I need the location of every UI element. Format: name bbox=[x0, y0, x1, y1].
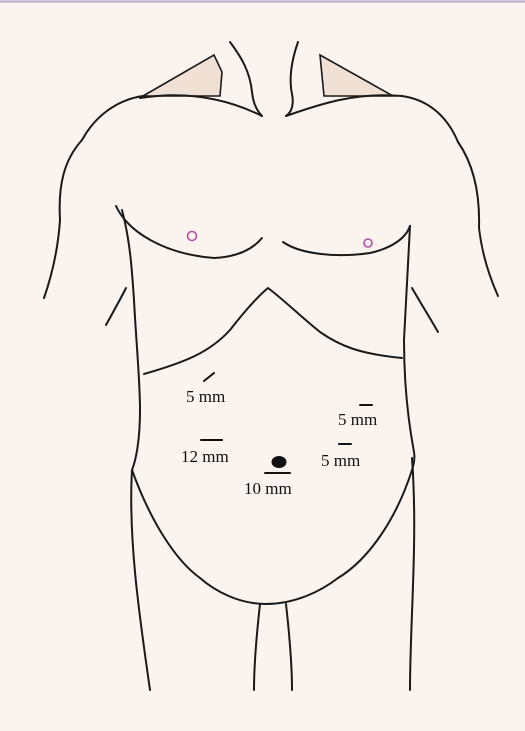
port-label-1: 5 mm bbox=[186, 387, 225, 406]
port-label-2: 5 mm bbox=[338, 410, 377, 429]
port-label-3: 12 mm bbox=[181, 447, 229, 466]
port-label-4: 5 mm bbox=[321, 451, 360, 470]
umbilicus-icon bbox=[272, 456, 287, 468]
port-label-5: 10 mm bbox=[244, 479, 292, 498]
